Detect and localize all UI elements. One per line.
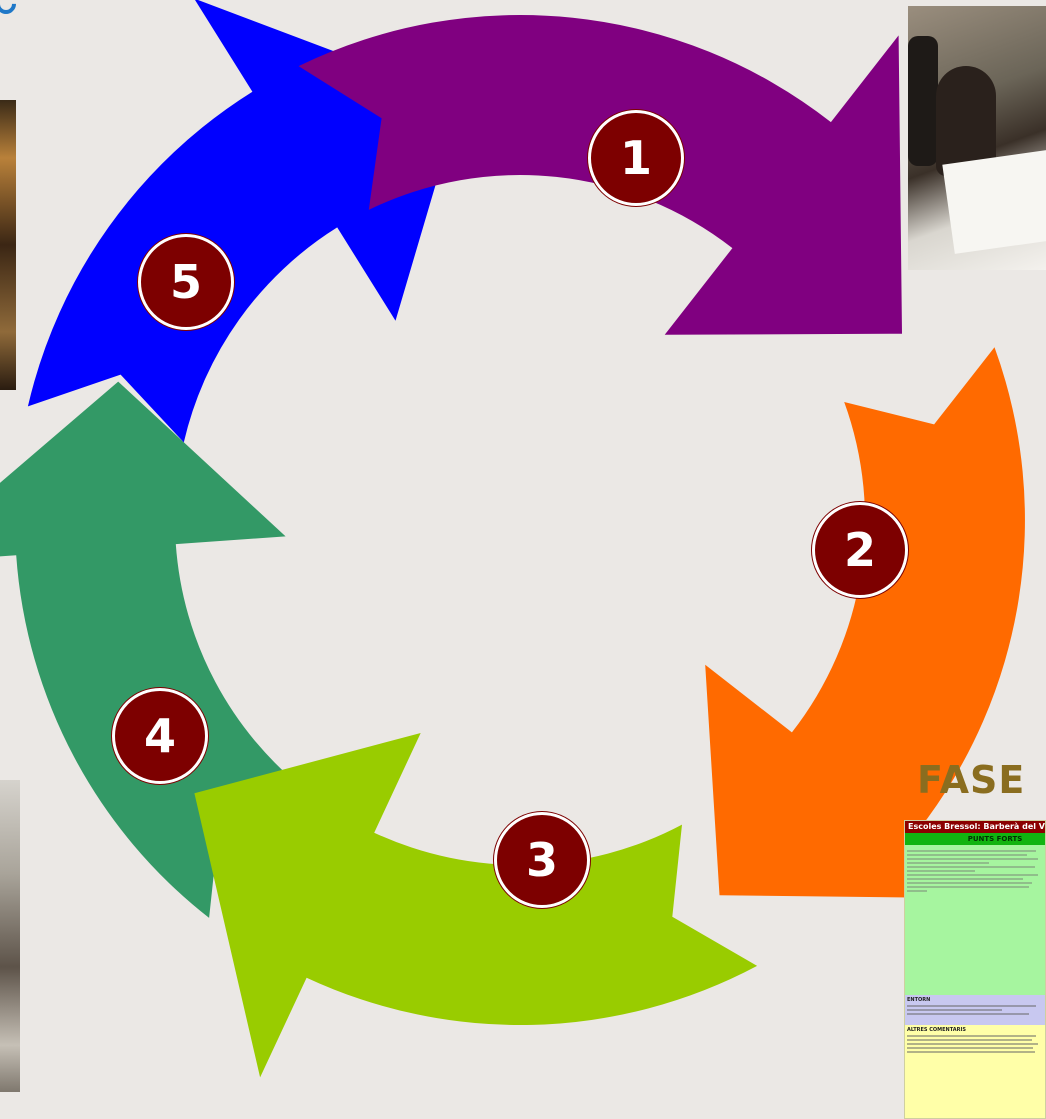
step-badge-2: 2 <box>812 502 908 598</box>
cycle-arrow-2 <box>705 347 1025 899</box>
step-number-4: 4 <box>143 709 176 763</box>
photo-fragment-left-top <box>0 100 16 390</box>
step-badge-1: 1 <box>588 110 684 206</box>
step-badge-3: 3 <box>494 812 590 908</box>
entorn-section: ENTORN <box>905 995 1045 1025</box>
cycle-arrow-5 <box>27 0 461 443</box>
step-number-3: 3 <box>525 833 558 887</box>
document-subheader: PUNTS FORTS <box>905 833 1045 845</box>
altres-section: ALTRES COMENTARIS <box>905 1025 1045 1057</box>
step-number-1: 1 <box>619 131 652 185</box>
photo-person <box>908 36 938 166</box>
entorn-label: ENTORN <box>907 997 931 1003</box>
strengths-section <box>905 845 1045 995</box>
photo-paper <box>942 148 1046 254</box>
swot-document-thumbnail: Escoles Bressol: Barberà del V PUNTS FOR… <box>904 820 1046 1119</box>
photo-fragment-left-bottom <box>0 780 20 1092</box>
step-badge-4: 4 <box>112 688 208 784</box>
document-header: Escoles Bressol: Barberà del V <box>905 821 1045 833</box>
altres-label: ALTRES COMENTARIS <box>907 1027 966 1033</box>
step-number-2: 2 <box>843 523 876 577</box>
workshop-photo <box>908 6 1046 270</box>
cycle-arrow-3 <box>194 733 758 1078</box>
step-number-5: 5 <box>169 255 202 309</box>
fase-heading: FASE <box>917 758 1026 802</box>
step-badge-5: 5 <box>138 234 234 330</box>
